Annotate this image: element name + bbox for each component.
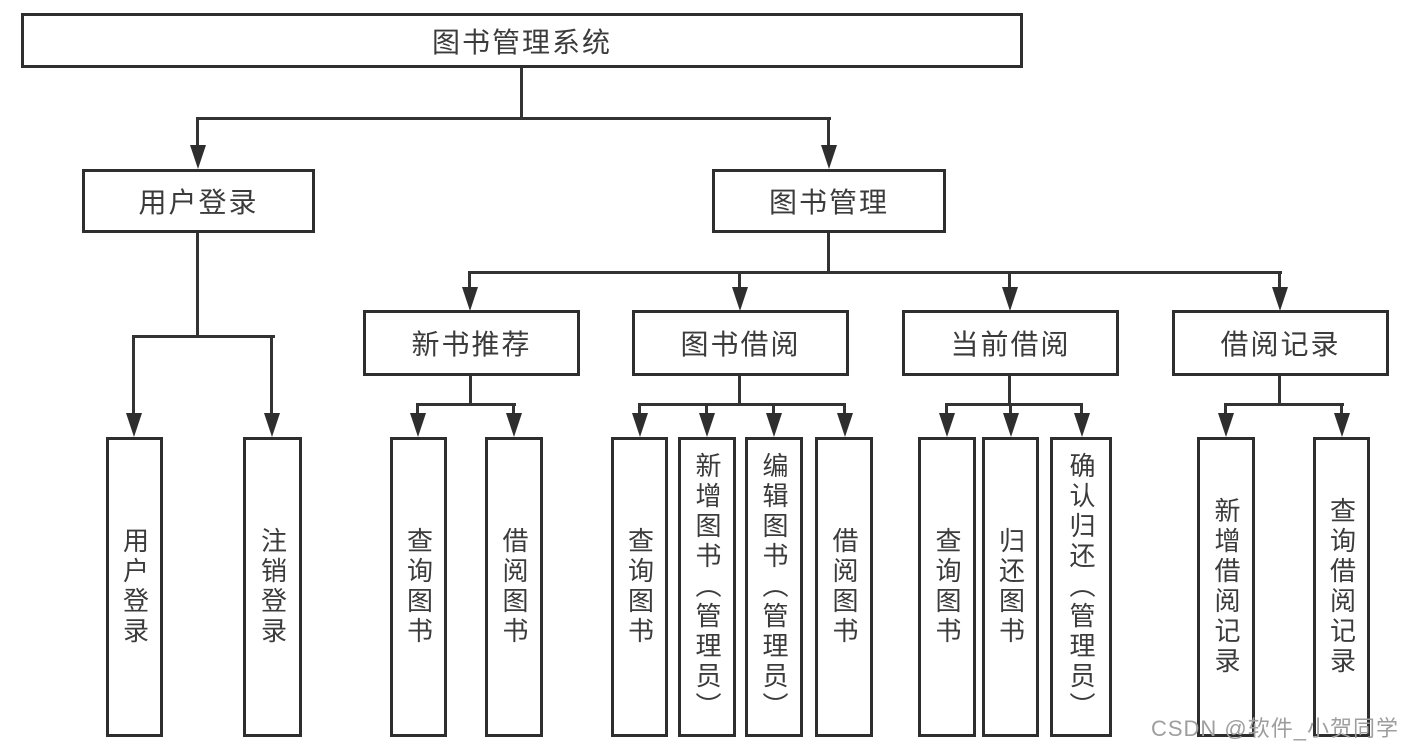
connector-drop-borrow xyxy=(738,271,741,289)
connector-drop-bw4 xyxy=(843,403,846,414)
connector-drop-book-mgmt xyxy=(827,117,830,147)
arrowhead-nb1 xyxy=(410,413,426,437)
leaf-confirm-return-admin-label: 确认归还（管理员） xyxy=(1066,452,1097,722)
node-user-login: 用户登录 xyxy=(82,169,315,233)
connector-root-branch xyxy=(197,117,831,120)
connector-mgmt-stem xyxy=(827,233,830,273)
arrowhead-cb1 xyxy=(939,413,955,437)
connector-drop-rc1 xyxy=(1224,403,1227,414)
arrowhead-login-leaf1 xyxy=(126,413,142,437)
arrowhead-nb2 xyxy=(506,413,522,437)
leaf-return-books: 归还图书 xyxy=(982,437,1039,737)
connector-drop-current xyxy=(1008,271,1011,289)
node-book-management: 图书管理 xyxy=(712,169,946,233)
connector-drop-records xyxy=(1278,271,1281,289)
leaf-logout-label: 注销登录 xyxy=(257,527,288,647)
connector-login-stem xyxy=(196,233,199,337)
connector-newbook-branch xyxy=(416,403,516,406)
leaf-confirm-return-admin: 确认归还（管理员） xyxy=(1050,437,1112,737)
arrowhead-bw2 xyxy=(699,413,715,437)
connector-drop-cb1 xyxy=(945,403,948,414)
connector-drop-login-leaf1 xyxy=(132,335,135,414)
arrowhead-bw1 xyxy=(632,413,648,437)
arrowhead-user-login xyxy=(190,145,206,169)
connector-newbook-stem xyxy=(469,376,472,406)
connector-current-stem xyxy=(1008,376,1011,406)
leaf-current-query-books-label: 查询图书 xyxy=(932,527,963,647)
leaf-current-query-books: 查询图书 xyxy=(918,437,976,737)
connector-drop-cb3 xyxy=(1080,403,1083,414)
arrowhead-bw3 xyxy=(766,413,782,437)
arrowhead-newbook xyxy=(462,287,478,311)
leaf-borrow-books-label: 借阅图书 xyxy=(829,527,860,647)
connector-current-branch xyxy=(945,403,1083,406)
leaf-add-borrow-record-label: 新增借阅记录 xyxy=(1211,497,1242,677)
leaf-borrow-query-books: 查询图书 xyxy=(611,437,668,737)
connector-mgmt-branch xyxy=(468,271,1282,274)
leaf-user-login-label: 用户登录 xyxy=(119,527,150,647)
node-current-borrowing: 当前借阅 xyxy=(902,310,1119,376)
arrowhead-bw4 xyxy=(837,413,853,437)
node-borrowing-records: 借阅记录 xyxy=(1172,310,1389,376)
arrowhead-borrow xyxy=(732,287,748,311)
leaf-query-borrow-record-label: 查询借阅记录 xyxy=(1326,497,1357,677)
leaf-newbook-borrow-books-label: 借阅图书 xyxy=(499,527,530,647)
leaf-user-login: 用户登录 xyxy=(106,437,163,737)
connector-drop-bw3 xyxy=(772,403,775,414)
connector-borrow-branch xyxy=(638,403,846,406)
leaf-newbook-borrow-books: 借阅图书 xyxy=(485,437,543,737)
connector-login-branch xyxy=(132,335,275,338)
arrowhead-records xyxy=(1272,287,1288,311)
node-book-borrowing: 图书借阅 xyxy=(632,310,849,376)
arrowhead-cb3 xyxy=(1074,413,1090,437)
node-new-book-recommend: 新书推荐 xyxy=(363,310,580,376)
connector-records-stem xyxy=(1278,376,1281,406)
connector-drop-newbook xyxy=(468,271,471,289)
leaf-add-books-admin-label: 新增图书（管理员） xyxy=(692,452,723,722)
arrowhead-current xyxy=(1002,287,1018,311)
connector-drop-nb2 xyxy=(512,403,515,414)
arrowhead-rc2 xyxy=(1334,413,1350,437)
leaf-add-books-admin: 新增图书（管理员） xyxy=(678,437,736,737)
connector-drop-bw1 xyxy=(638,403,641,414)
connector-drop-nb1 xyxy=(416,403,419,414)
connector-root-stem xyxy=(520,68,523,120)
leaf-edit-books-admin-label: 编辑图书（管理员） xyxy=(759,452,790,722)
leaf-borrow-query-books-label: 查询图书 xyxy=(624,527,655,647)
node-library-management-system: 图书管理系统 xyxy=(21,13,1023,68)
leaf-newbook-query-books-label: 查询图书 xyxy=(403,527,434,647)
connector-records-branch xyxy=(1224,403,1344,406)
connector-drop-bw2 xyxy=(705,403,708,414)
connector-drop-login-leaf2 xyxy=(270,335,273,414)
leaf-edit-books-admin: 编辑图书（管理员） xyxy=(745,437,803,737)
leaf-borrow-books: 借阅图书 xyxy=(815,437,873,737)
arrowhead-book-mgmt xyxy=(821,145,837,169)
connector-drop-rc2 xyxy=(1340,403,1343,414)
leaf-logout: 注销登录 xyxy=(243,437,302,737)
connector-drop-user-login xyxy=(196,117,199,147)
arrowhead-login-leaf2 xyxy=(264,413,280,437)
csdn-watermark: CSDN @软件_小贺同学 xyxy=(1150,716,1399,741)
connector-borrow-stem xyxy=(738,376,741,406)
connector-drop-cb2 xyxy=(1009,403,1012,414)
leaf-add-borrow-record: 新增借阅记录 xyxy=(1197,437,1255,737)
leaf-query-borrow-record: 查询借阅记录 xyxy=(1313,437,1370,737)
arrowhead-rc1 xyxy=(1218,413,1234,437)
leaf-newbook-query-books: 查询图书 xyxy=(390,437,447,737)
arrowhead-cb2 xyxy=(1003,413,1019,437)
leaf-return-books-label: 归还图书 xyxy=(995,527,1026,647)
